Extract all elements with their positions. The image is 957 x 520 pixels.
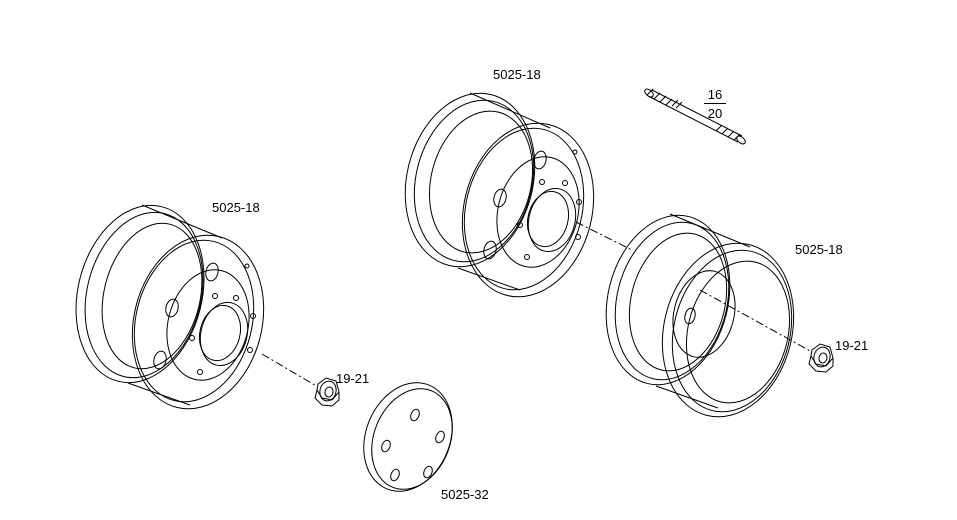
nut-right-drawing — [808, 343, 834, 373]
wheel-left-drawing — [75, 204, 265, 410]
stud-label: 16 20 — [704, 88, 726, 120]
wheel-right-drawing — [605, 213, 795, 418]
wheel-right-label: 5025-18 — [795, 242, 843, 257]
wheel-left-label: 5025-18 — [212, 200, 260, 215]
stud-label-numerator: 16 — [704, 88, 726, 104]
stud-label-denominator: 20 — [707, 106, 723, 121]
nut-left-label: 19-21 — [336, 371, 370, 386]
hubcap-drawing — [363, 382, 453, 492]
hubcap-label: 5025-32 — [441, 487, 489, 502]
nut-left-drawing — [314, 377, 340, 407]
wheel-center-label: 5025-18 — [493, 67, 541, 82]
assembly-axis-lines — [261, 221, 813, 388]
wheel-center-drawing — [404, 92, 595, 298]
stud-drawing — [644, 88, 746, 145]
nut-right-label: 19-21 — [835, 338, 869, 353]
